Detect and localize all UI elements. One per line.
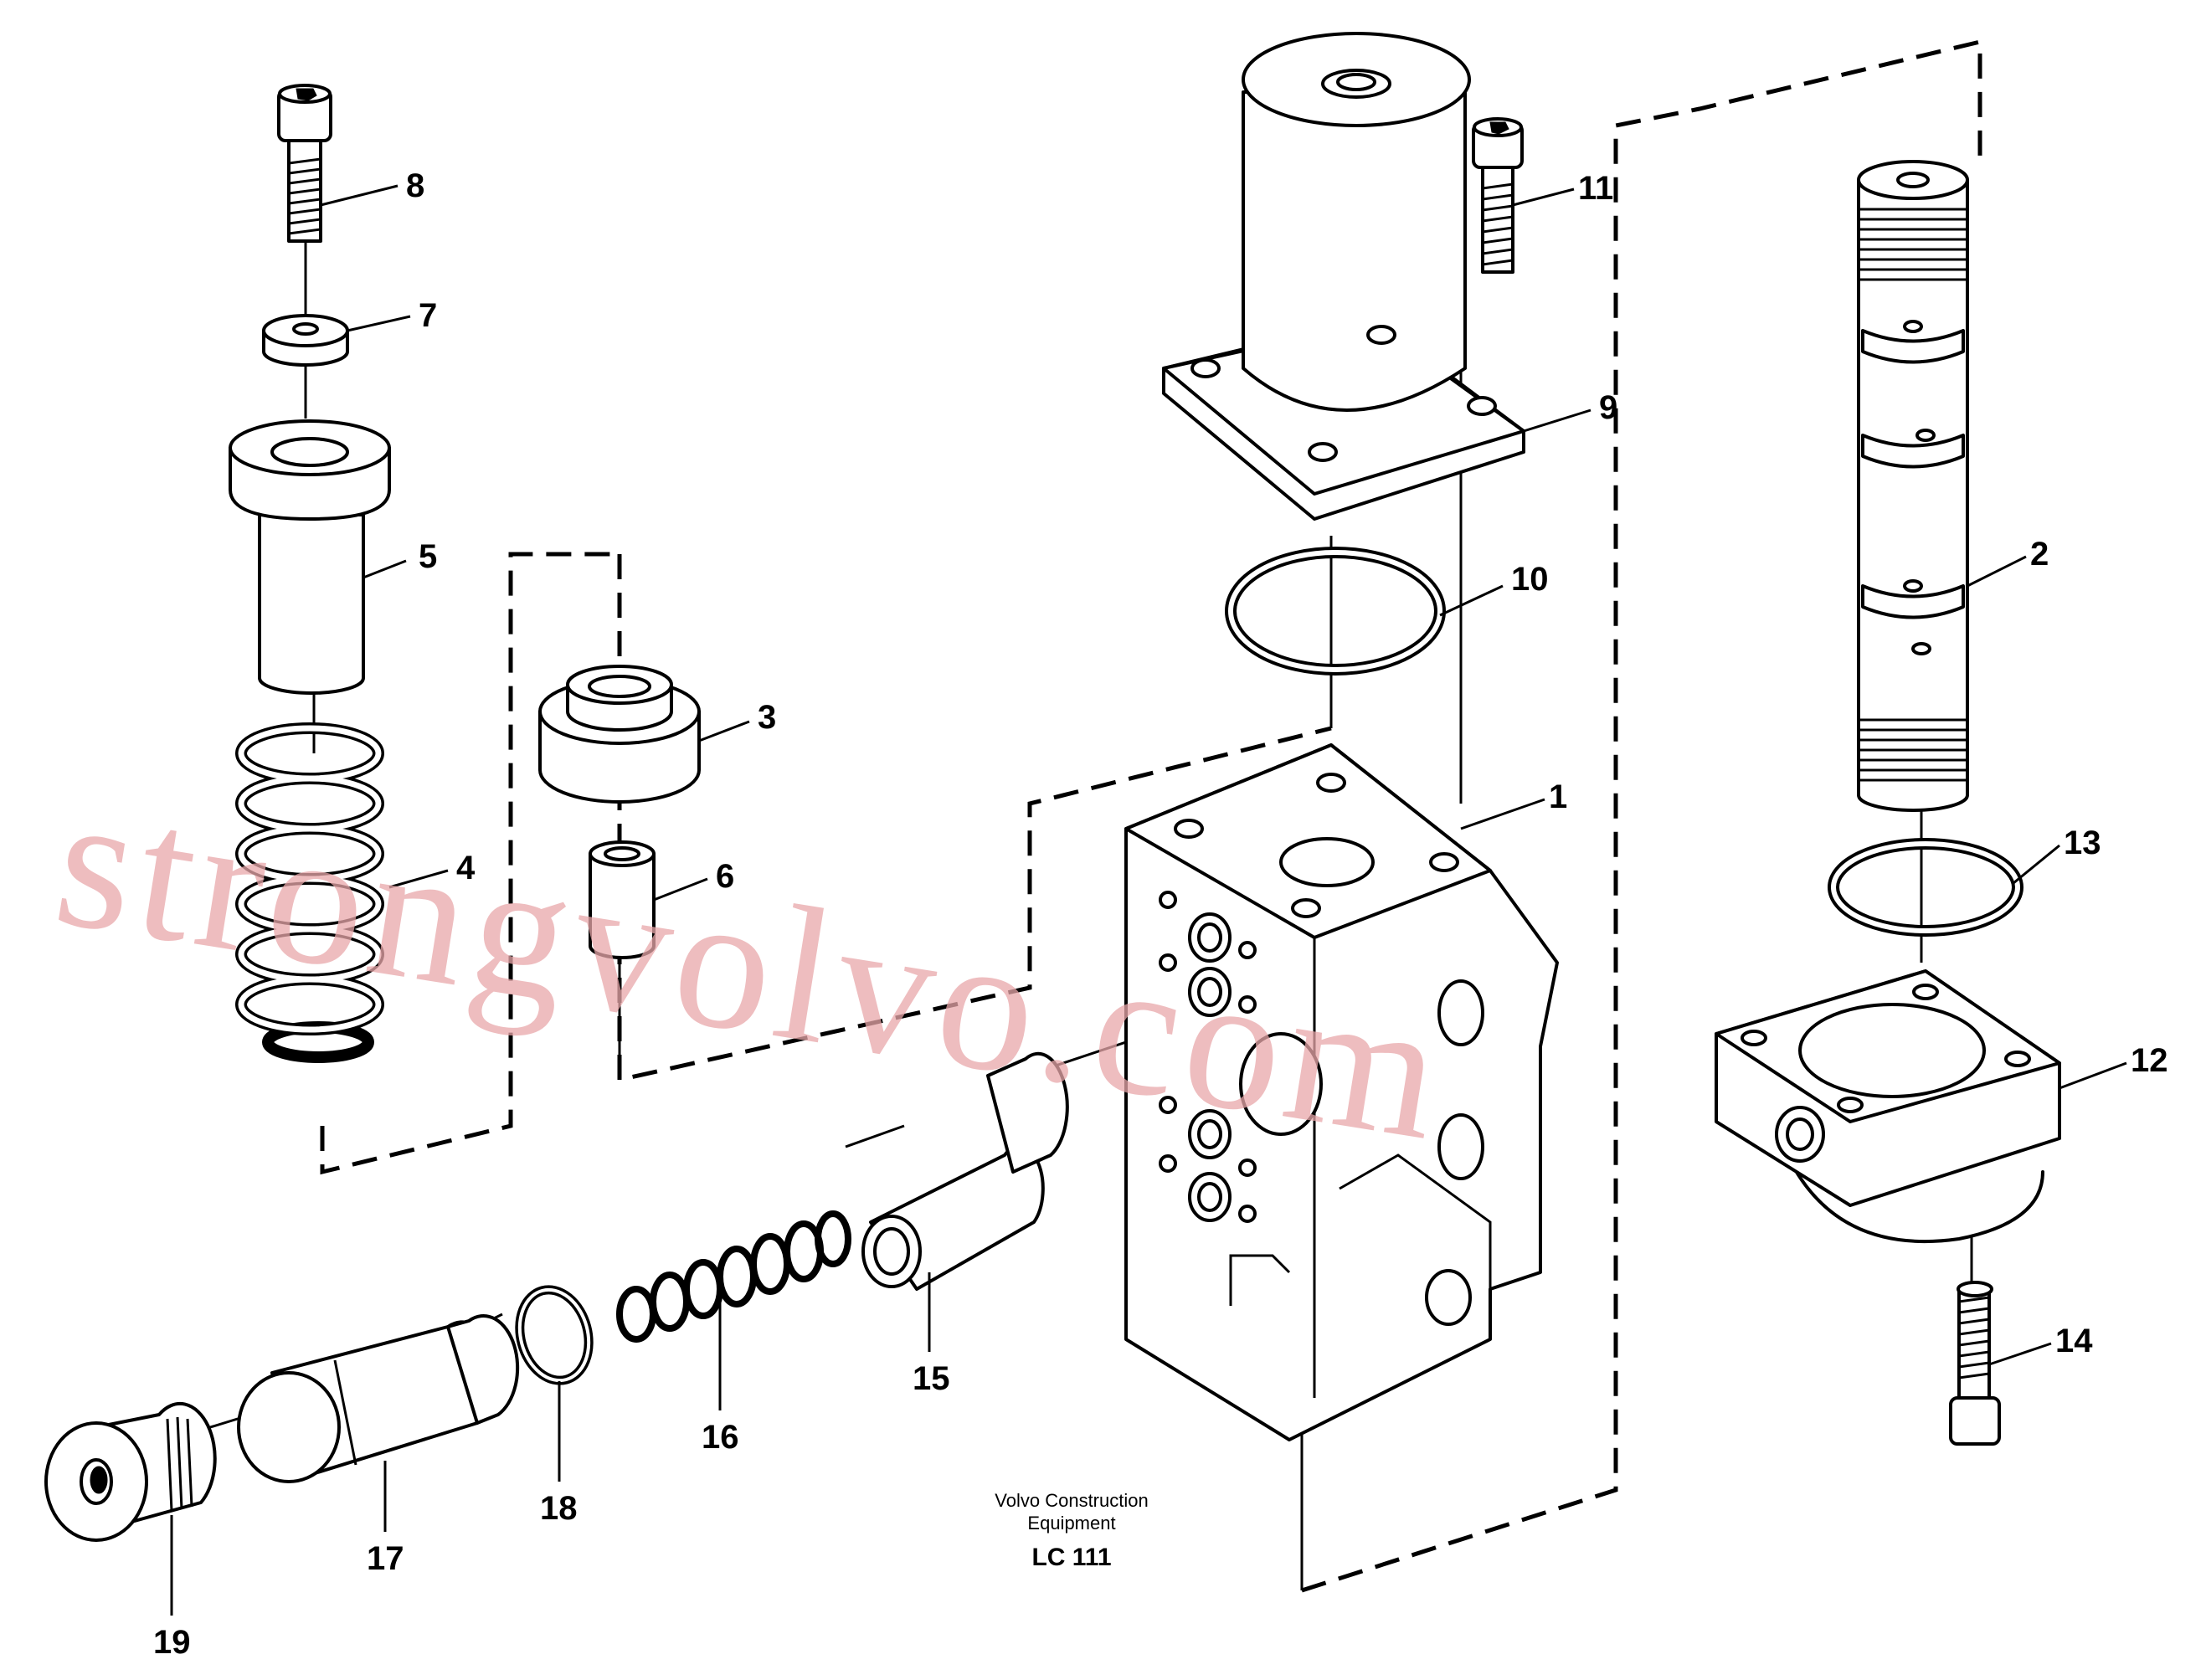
- callout-6: 6: [716, 858, 734, 895]
- part-5-sleeve: [229, 419, 391, 695]
- callout-11: 11: [1578, 170, 1613, 207]
- part-15-piston-sleeve: [861, 1051, 1069, 1291]
- part-3-bushing: [538, 665, 701, 804]
- part-8-bolt: [277, 84, 332, 243]
- callout-16: 16: [702, 1419, 739, 1456]
- part-14-bolt: [1949, 1281, 2001, 1446]
- footer-figure-code: LC 111: [1031, 1544, 1111, 1571]
- part-6-small-sleeve: [589, 840, 656, 959]
- part-10-o-ring: [1225, 547, 1446, 676]
- callout-2: 2: [2030, 536, 2049, 573]
- callout-17: 17: [367, 1540, 404, 1577]
- callout-5: 5: [419, 538, 437, 575]
- diagram-footer: Volvo Construction Equipment LC 111: [995, 1490, 1148, 1571]
- callout-19: 19: [153, 1624, 191, 1661]
- part-13-o-ring: [1828, 838, 2023, 937]
- part-18-o-ring: [515, 1285, 594, 1385]
- callout-13: 13: [2064, 825, 2101, 861]
- callout-numbers: 1 2 3 4 5 6 7 8 9 10 11 12 13 14 15 16 1…: [153, 167, 2168, 1661]
- callout-3: 3: [758, 699, 776, 736]
- callout-14: 14: [2055, 1323, 2093, 1359]
- part-11-bolt: [1472, 117, 1524, 274]
- callout-12: 12: [2131, 1042, 2168, 1079]
- part-9-cover: [1162, 32, 1525, 521]
- callout-4: 4: [456, 850, 476, 886]
- footer-company-line2: Equipment: [1027, 1513, 1115, 1534]
- part-16-spring: [616, 1210, 851, 1343]
- part-17-piston: [237, 1313, 520, 1483]
- callout-1: 1: [1549, 778, 1567, 815]
- callout-18: 18: [540, 1490, 578, 1527]
- footer-company: Volvo Construction: [995, 1490, 1148, 1511]
- part-19-plug: [44, 1401, 217, 1542]
- callout-leaders: [170, 184, 2127, 1616]
- callout-10: 10: [1511, 561, 1549, 598]
- part-4-spring: [235, 722, 384, 1063]
- dashed-line-right: [1301, 39, 1982, 1593]
- callout-9: 9: [1599, 389, 1617, 426]
- part-7-washer: [262, 314, 349, 367]
- part-1-valve-body: [1124, 743, 1559, 1441]
- part-2-spool: [1857, 160, 1969, 812]
- part-12-end-cap: [1715, 969, 2061, 1243]
- assembly-dashed-lines: [320, 39, 1982, 1593]
- callout-15: 15: [913, 1360, 950, 1397]
- callout-7: 7: [419, 297, 437, 334]
- dashed-line-left: [320, 552, 620, 1175]
- callout-8: 8: [406, 167, 424, 204]
